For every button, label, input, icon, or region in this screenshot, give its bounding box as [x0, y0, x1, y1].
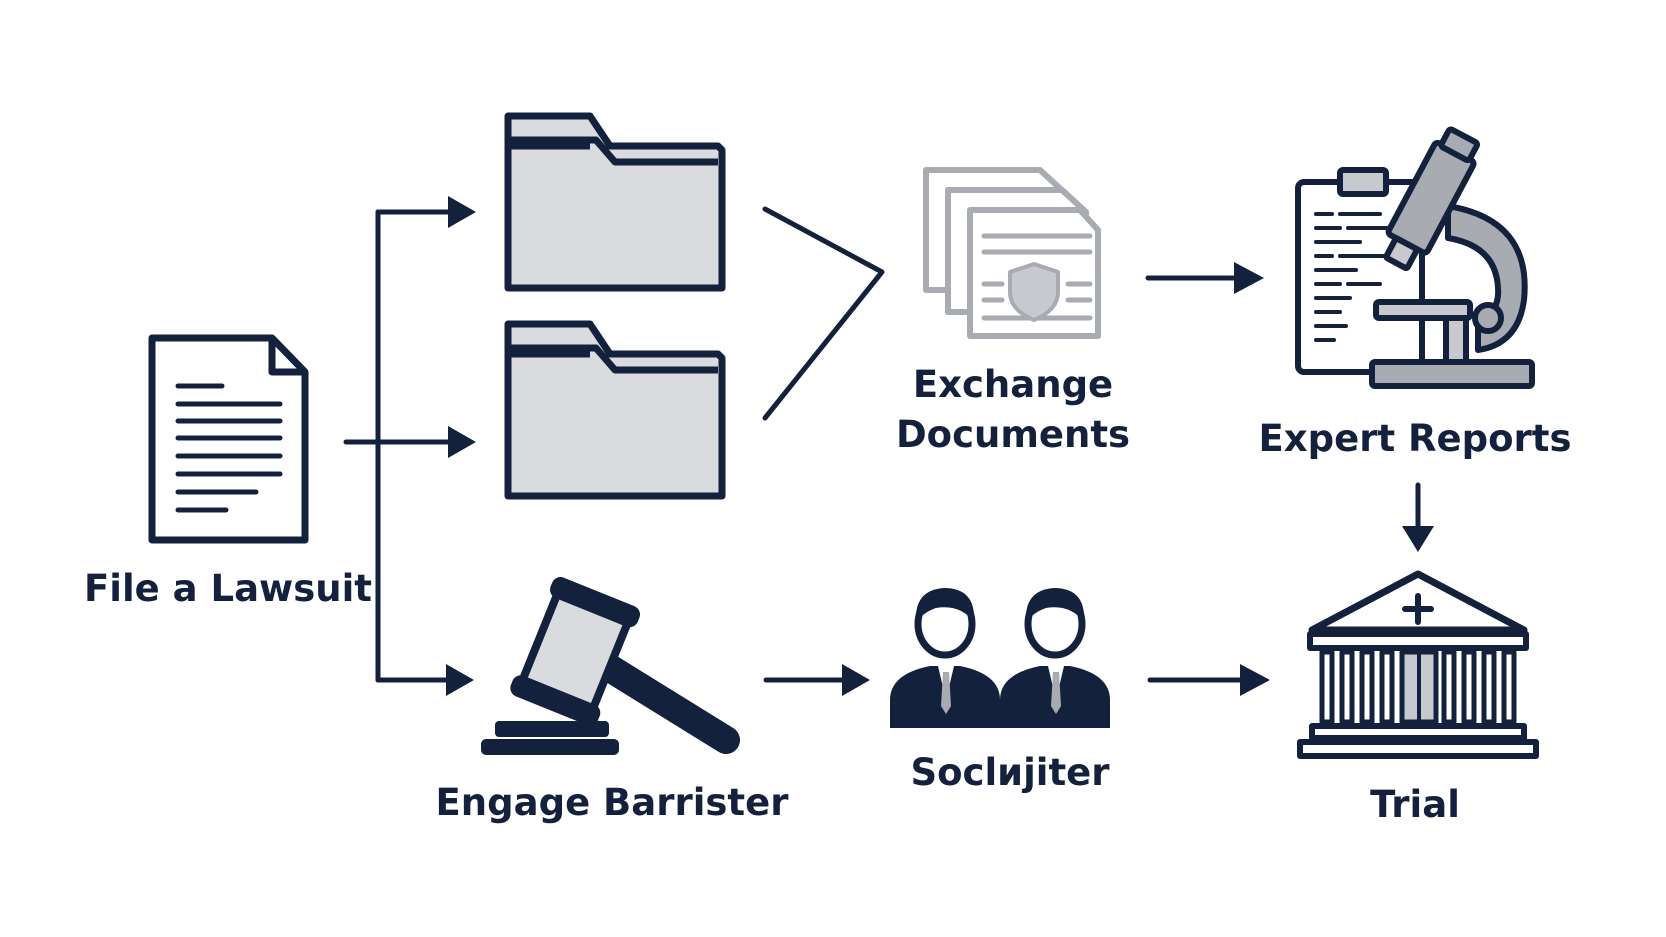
- microscope-clipboard-icon: [1295, 126, 1535, 389]
- trial-label: Trial: [1370, 783, 1460, 826]
- file-lawsuit-label: File a Lawsuit: [84, 567, 372, 610]
- arrowhead-folder-top: [448, 196, 476, 228]
- document-icon: [148, 334, 309, 544]
- folder-icon-top: [504, 112, 726, 292]
- folder-icon-middle: [504, 320, 726, 500]
- arrowhead-engage-barrister: [446, 664, 474, 696]
- merge-connector: [762, 206, 885, 421]
- exchange-documents-label-line1: Exchange: [912, 363, 1114, 406]
- arrowhead-solicitor: [842, 664, 870, 696]
- shield-icon: [1008, 262, 1060, 322]
- arrowhead-folder-middle: [448, 426, 476, 458]
- connectors: [343, 206, 1421, 683]
- gavel-icon: [481, 577, 740, 755]
- arrowhead-trial-down: [1402, 526, 1434, 552]
- people-icon: [890, 588, 1110, 728]
- engage-barrister-label: Engage Barrister: [435, 781, 789, 824]
- person-icon-right: [1000, 588, 1110, 728]
- expert-reports-label: Expert Reports: [1258, 417, 1572, 460]
- courthouse-icon: [1297, 570, 1539, 759]
- person-icon-left: [890, 588, 1000, 728]
- exchange-documents-label-line2: Documents: [895, 413, 1131, 456]
- documents-stack-icon: [923, 167, 1101, 339]
- microscope-icon: [1369, 126, 1535, 389]
- arrowhead-trial: [1240, 664, 1270, 696]
- solicitor-label: Soclијiter: [910, 751, 1110, 794]
- arrowhead-expert-reports: [1234, 262, 1264, 294]
- arrowheads: [446, 196, 1434, 696]
